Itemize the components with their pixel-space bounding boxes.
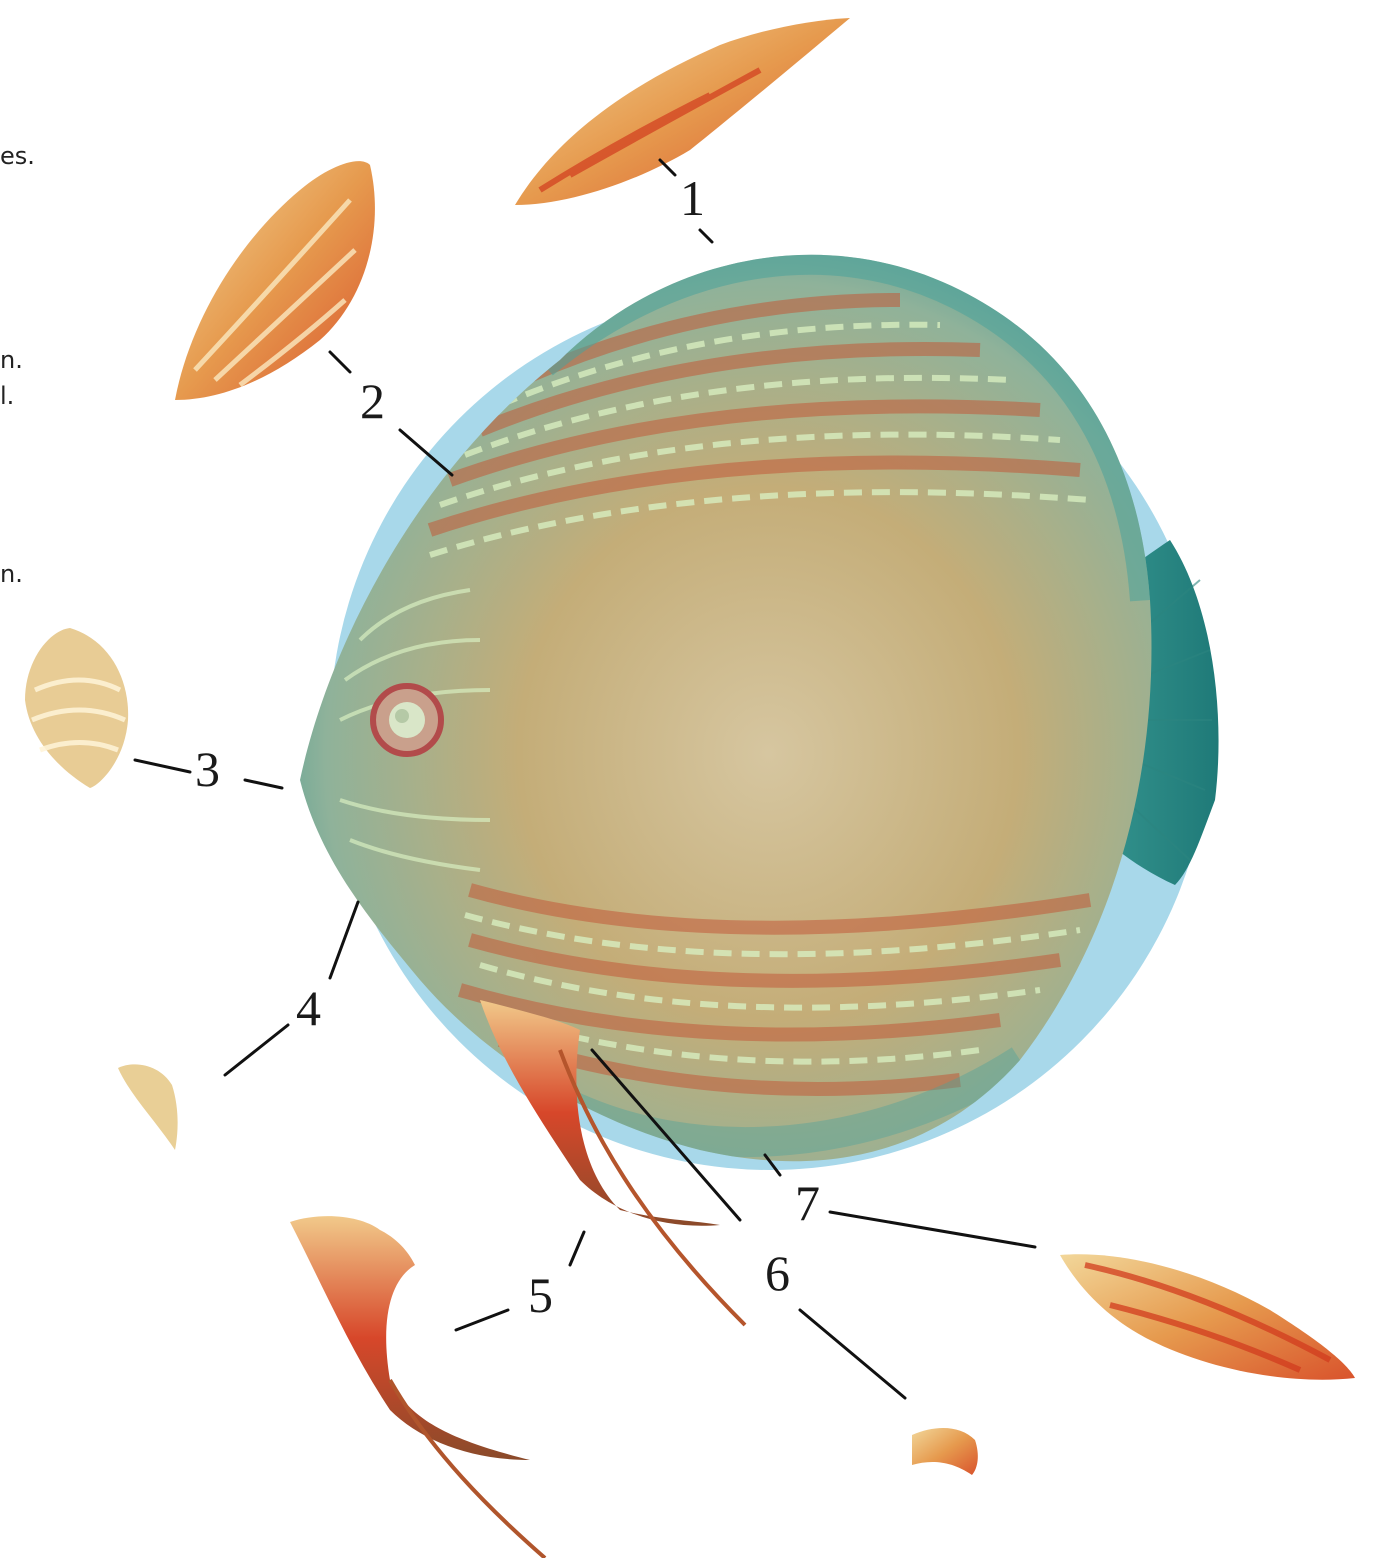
label-7: 7 — [795, 1175, 820, 1231]
fish-eye — [373, 686, 441, 754]
throat-piece — [118, 1064, 178, 1150]
label-2: 2 — [360, 373, 385, 429]
ventral-strip-piece — [1060, 1254, 1355, 1379]
label-6: 6 — [765, 1245, 790, 1301]
label-4: 4 — [296, 980, 321, 1036]
pelvic-fin-piece — [290, 1216, 530, 1460]
label-3: 3 — [195, 741, 220, 797]
pelvic-piece-filament — [390, 1380, 545, 1558]
anal-fin-fragment — [912, 1428, 978, 1475]
label-1: 1 — [680, 170, 705, 226]
label-5: 5 — [528, 1267, 553, 1323]
